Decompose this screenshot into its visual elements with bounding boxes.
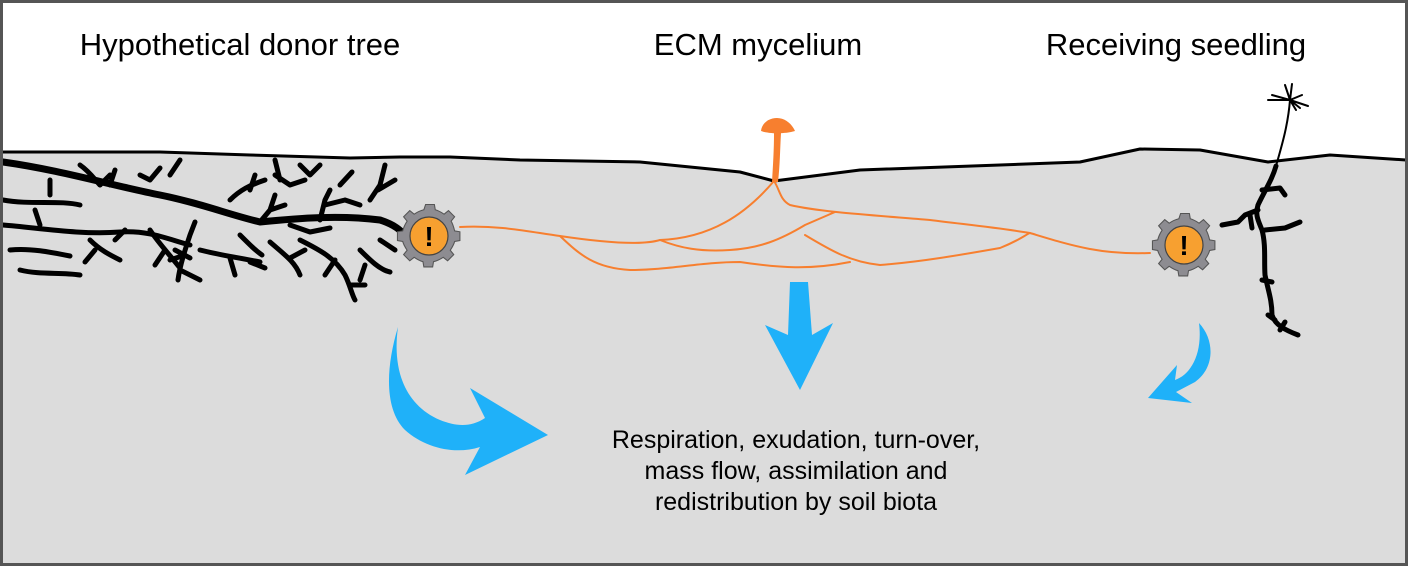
warning-symbol: ! [424,221,433,252]
process-text-line-2: mass flow, assimilation and [645,457,948,485]
right-curved-arrow [1148,323,1211,403]
center-down-arrow [765,282,833,390]
receiving-seedling-label: Receiving seedling [1046,27,1306,62]
mushroom-stem [772,133,781,182]
warning-symbol: ! [1179,230,1188,261]
ecm-mycelium-network [459,180,1151,272]
process-text-line-3: redistribution by soil biota [655,488,937,516]
seedling-warning-gear-icon: ! [1151,212,1216,277]
ground-line [3,147,1407,183]
mushroom-icon [761,118,795,182]
receiving-seedling [1219,83,1309,338]
seedling-needles [1267,83,1309,111]
donor-warning-gear-icon: ! [396,203,461,268]
donor-tree-label: Hypothetical donor tree [80,27,401,62]
donor-tree-roots [0,157,411,303]
mushroom-cap [761,118,795,134]
process-text-line-1: Respiration, exudation, turn-over, [612,426,980,454]
ecm-mycelium-label: ECM mycelium [654,27,862,62]
seedling-stem [1275,99,1291,167]
left-curved-arrow [388,327,548,475]
soil-area [3,149,1406,565]
